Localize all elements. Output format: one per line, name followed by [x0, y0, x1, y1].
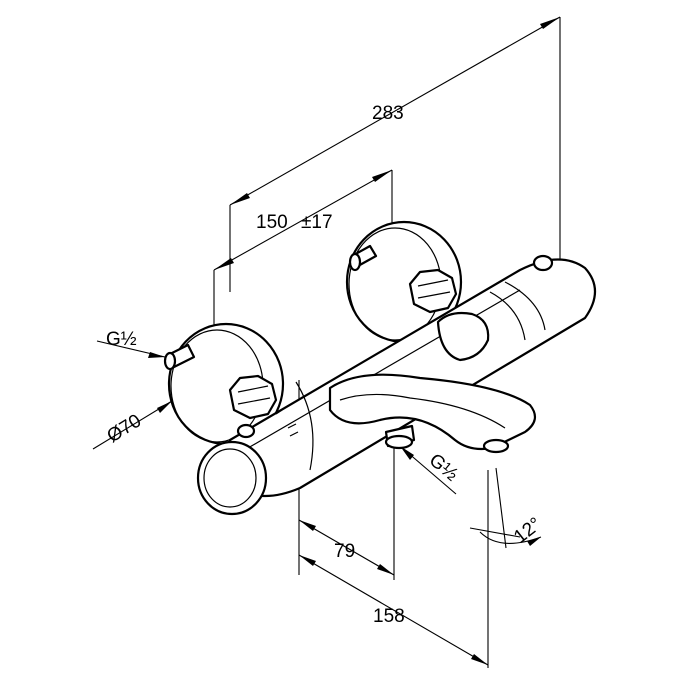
right-union-nut [408, 268, 458, 314]
spout-outlet-connector [384, 424, 416, 450]
depth-spout-tip-label: 158 [373, 606, 405, 627]
dimension-depth-spout-inlet: 79 [298, 380, 395, 580]
bath-spout [328, 311, 537, 454]
dimension-rosette-diameter: Ø70 [92, 400, 173, 450]
dimension-outlet-thread: G½ [399, 445, 462, 495]
left-union-nut [228, 374, 278, 420]
inlet-thread-label: G½ [106, 329, 137, 350]
depth-spout-inlet-label: 79 [334, 541, 355, 562]
center-tolerance-label: ±17 [301, 212, 333, 233]
dimension-overall-width: 283 [229, 16, 561, 292]
center-distance-label: 150 [256, 212, 288, 233]
dimension-spout-angle: 12° [469, 467, 546, 549]
outlet-thread-label: G½ [425, 450, 462, 486]
rosette-diameter-label: Ø70 [104, 410, 146, 447]
overall-width-label: 283 [372, 103, 404, 124]
dimension-center-distance: 150 ±17 [213, 169, 393, 335]
dimension-depth-spout-tip: 158 [298, 470, 489, 668]
dimension-inlet-thread: G½ [96, 329, 166, 358]
